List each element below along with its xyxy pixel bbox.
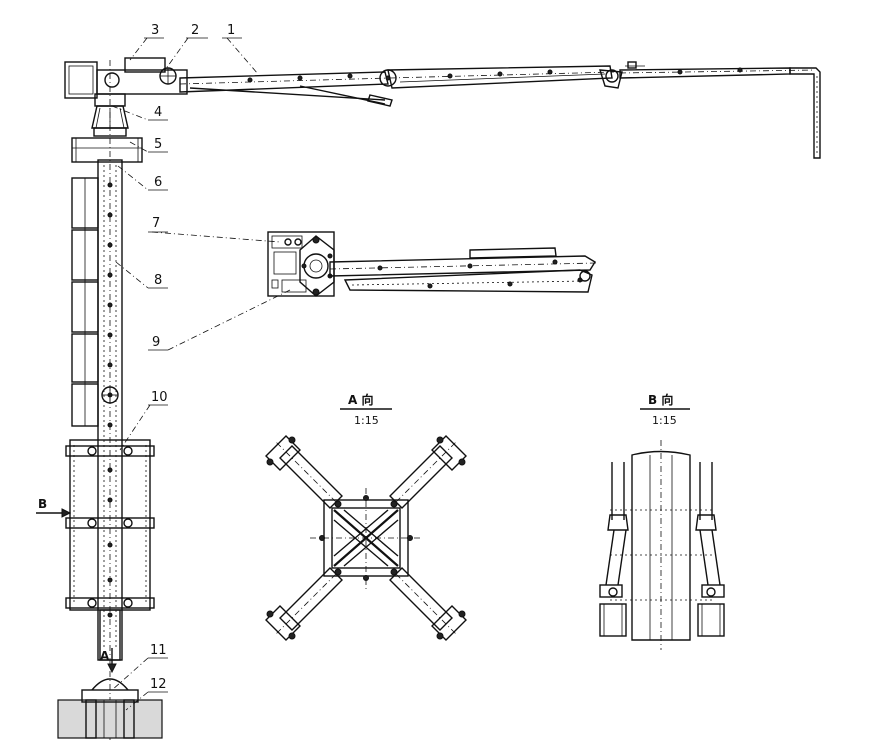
plan-view-boom (267, 231, 597, 297)
view-a-scale: 1:15 (354, 414, 379, 427)
callout-8: 8 (154, 273, 162, 288)
callout-numbers: 1 2 3 4 5 6 7 8 9 10 11 12 (150, 23, 235, 692)
callout-11: 11 (150, 643, 167, 658)
direction-marker-a: A (100, 648, 117, 674)
direction-marker-b: B (36, 497, 72, 518)
ladder-panels (71, 177, 99, 427)
callout-5: 5 (154, 137, 162, 152)
column-bolts (107, 182, 113, 618)
callout-7: 7 (152, 216, 160, 231)
view-a-title: A 向 (348, 392, 373, 407)
view-b-scale: 1:15 (652, 414, 677, 427)
callout-3: 3 (151, 23, 159, 38)
direction-a-label: A (100, 649, 110, 663)
tower-mast (65, 60, 155, 740)
foundation (57, 678, 163, 739)
slewing-assembly (64, 57, 188, 163)
view-a-title-block: A 向 1:15 (340, 392, 392, 427)
view-a-drawing (265, 435, 467, 641)
callout-9: 9 (152, 335, 160, 350)
callout-12: 12 (150, 677, 167, 692)
view-b-drawing (599, 440, 725, 650)
view-b-title: B 向 (648, 392, 673, 407)
direction-b-label: B (38, 497, 47, 511)
leader-lines (111, 37, 291, 711)
callout-2: 2 (191, 23, 199, 38)
callout-4: 4 (154, 105, 162, 120)
view-b-title-block: B 向 1:15 (640, 392, 690, 427)
callout-10: 10 (151, 390, 168, 405)
placing-boom (179, 61, 821, 159)
arm-end-pads (265, 435, 467, 641)
callout-1: 1 (227, 23, 235, 38)
callout-6: 6 (154, 175, 162, 190)
